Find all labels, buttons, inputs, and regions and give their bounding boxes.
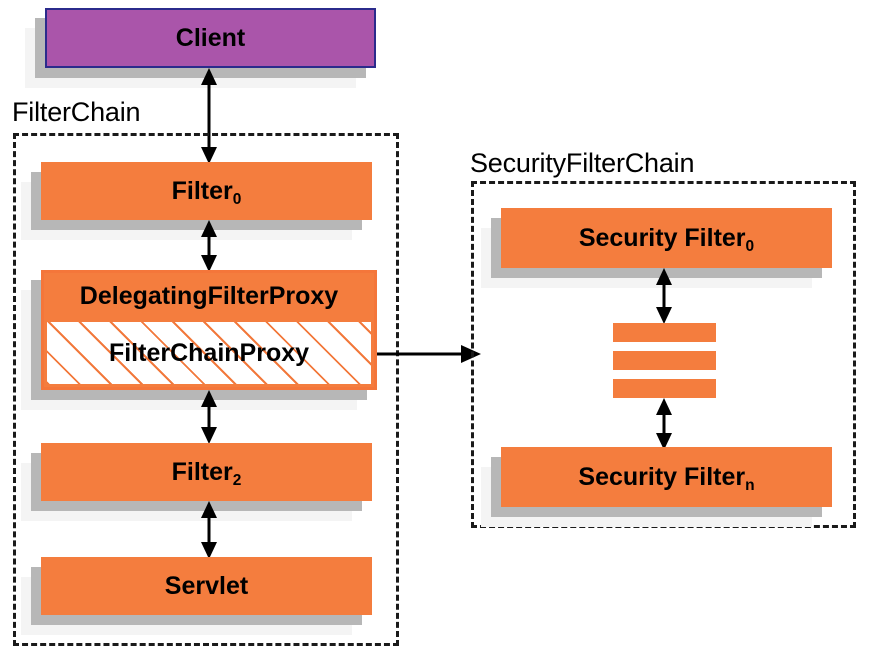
node-delegating-filter-proxy[interactable]: DelegatingFilterProxy FilterChainProxy [41,270,377,390]
node-servlet-label: Servlet [164,571,249,600]
node-security-filter-0-label: Security Filter0 [578,223,755,255]
node-filter-0[interactable]: Filter0 [41,162,372,220]
group-label-filterchain: FilterChain [12,97,141,127]
node-client-label: Client [175,23,246,52]
group-label-securityfilterchain: SecurityFilterChain [470,148,695,178]
node-servlet[interactable]: Servlet [41,557,372,615]
node-delegating-filter-proxy-label: DelegatingFilterProxy [79,281,339,310]
arrow-filter2-to-servlet [197,501,221,559]
ellipsis-bar-2 [613,351,716,370]
node-filter-chain-proxy[interactable]: FilterChainProxy [47,322,371,384]
group-box-filterchain [13,133,399,646]
ellipsis-bar-3 [613,379,716,398]
ellipsis-bar-1 [613,323,716,342]
arrow-filter0-to-dfp [197,220,221,272]
arrow-securityfilter0-to-bars [652,268,676,324]
arrow-fcp-to-security-chain [377,343,481,365]
arrow-bars-to-securityfiltern [652,398,676,450]
node-security-filter-0[interactable]: Security Filter0 [501,208,832,268]
node-filter-chain-proxy-label: FilterChainProxy [108,338,310,367]
node-client[interactable]: Client [45,8,376,68]
arrow-client-to-filter0 [197,68,221,164]
node-filter-0-label: Filter0 [171,176,242,208]
node-security-filter-n[interactable]: Security Filtern [501,447,832,507]
node-filter-2[interactable]: Filter2 [41,443,372,501]
node-filter-2-label: Filter2 [171,457,242,489]
arrow-dfp-to-filter2 [197,390,221,444]
node-security-filter-n-label: Security Filtern [578,462,755,494]
